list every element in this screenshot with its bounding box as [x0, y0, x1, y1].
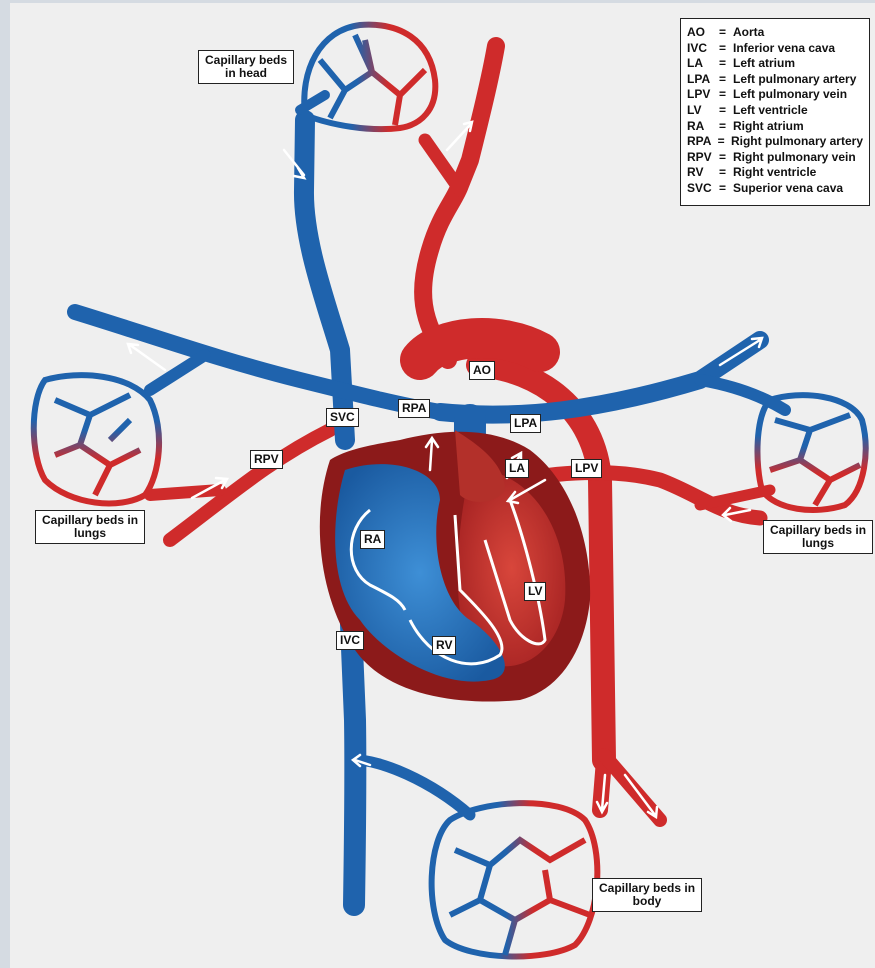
label-svc: SVC [326, 408, 359, 427]
caption-body-line2: body [599, 895, 695, 908]
legend-row-la: LA=Left atrium [687, 56, 863, 72]
legend-name: Left atrium [733, 56, 795, 72]
label-ao: AO [469, 361, 495, 380]
legend-equals: = [719, 87, 733, 103]
legend-name: Right pulmonary vein [733, 150, 856, 166]
label-rv: RV [432, 636, 456, 655]
legend-name: Aorta [733, 25, 764, 41]
legend-name: Right ventricle [733, 165, 816, 181]
label-ra: RA [360, 530, 385, 549]
legend-equals: = [719, 119, 733, 135]
caption-capillary-lungs-left: Capillary beds in lungs [35, 510, 145, 544]
legend-name: Right pulmonary artery [731, 134, 863, 150]
legend-name: Superior vena cava [733, 181, 843, 197]
label-lpa: LPA [510, 414, 541, 433]
label-rpv: RPV [250, 450, 283, 469]
caption-head-line2: in head [205, 67, 287, 80]
legend-name: Left pulmonary artery [733, 72, 856, 88]
legend-equals: = [718, 134, 731, 150]
legend-row-ivc: IVC=Inferior vena cava [687, 41, 863, 57]
capillary-bed-head [304, 25, 435, 129]
caption-lung-right-line2: lungs [770, 537, 866, 550]
label-lpv: LPV [571, 459, 602, 478]
caption-lung-left-line2: lungs [42, 527, 138, 540]
legend-abbr: LV [687, 103, 719, 119]
caption-capillary-lungs-right: Capillary beds in lungs [763, 520, 873, 554]
legend-equals: = [719, 150, 733, 166]
legend-abbr: RV [687, 165, 719, 181]
legend-name: Left ventricle [733, 103, 808, 119]
capillary-bed-lungs-left [34, 375, 159, 503]
legend-equals: = [719, 165, 733, 181]
legend-row-lpv: LPV=Left pulmonary vein [687, 87, 863, 103]
legend-abbr: AO [687, 25, 719, 41]
legend-row-ra: RA=Right atrium [687, 119, 863, 135]
legend-row-lpa: LPA=Left pulmonary artery [687, 72, 863, 88]
legend-row-svc: SVC=Superior vena cava [687, 181, 863, 197]
legend-abbr: RA [687, 119, 719, 135]
legend-row-rpa: RPA=Right pulmonary artery [687, 134, 863, 150]
legend-row-ao: AO=Aorta [687, 25, 863, 41]
legend-row-lv: LV=Left ventricle [687, 103, 863, 119]
label-rpa: RPA [398, 399, 430, 418]
legend-equals: = [719, 72, 733, 88]
legend-abbr: RPA [687, 134, 718, 150]
legend-equals: = [719, 41, 733, 57]
label-ivc: IVC [336, 631, 364, 650]
legend-abbr: SVC [687, 181, 719, 197]
caption-capillary-head: Capillary beds in head [198, 50, 294, 84]
legend-abbr: LPA [687, 72, 719, 88]
legend-equals: = [719, 181, 733, 197]
arrow-body-b [625, 775, 657, 817]
legend-row-rv: RV=Right ventricle [687, 165, 863, 181]
legend-name: Inferior vena cava [733, 41, 835, 57]
caption-capillary-body: Capillary beds in body [592, 878, 702, 912]
label-la: LA [505, 459, 529, 478]
legend-abbr: IVC [687, 41, 719, 57]
legend-abbr: LA [687, 56, 719, 72]
legend-name: Left pulmonary vein [733, 87, 847, 103]
legend-name: Right atrium [733, 119, 804, 135]
label-lv: LV [524, 582, 546, 601]
legend-equals: = [719, 56, 733, 72]
legend-row-rpv: RPV=Right pulmonary vein [687, 150, 863, 166]
legend-equals: = [719, 25, 733, 41]
arrow-lung-left [128, 344, 165, 370]
legend-abbr: RPV [687, 150, 719, 166]
capillary-bed-body [432, 803, 598, 956]
legend-equals: = [719, 103, 733, 119]
legend-abbr: LPV [687, 87, 719, 103]
